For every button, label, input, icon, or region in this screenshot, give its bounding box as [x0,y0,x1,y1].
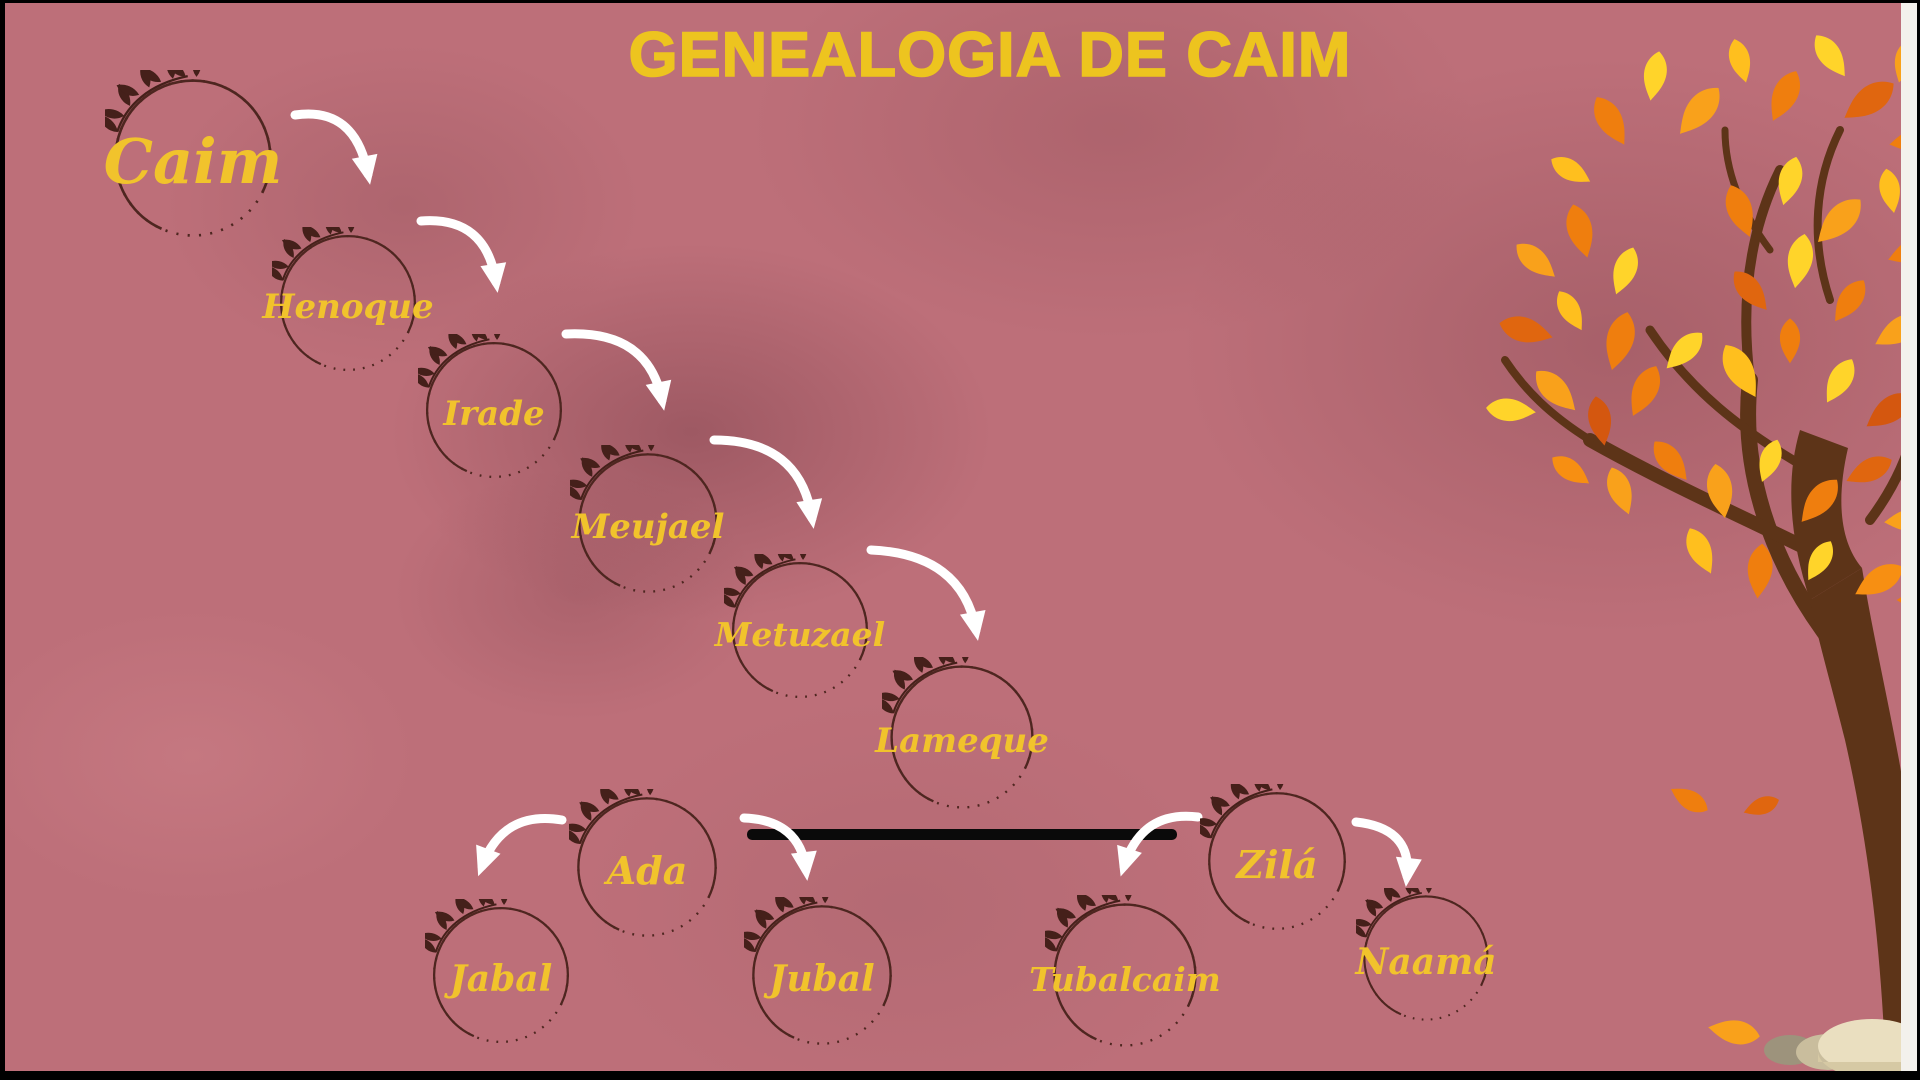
arrow-meujael-metuzael [709,435,823,529]
right-white-strip [1901,0,1917,1080]
tree-trunk [1810,568,1920,1080]
arrow-ada-jabal [476,814,567,877]
person-node-lameque: Lameque [875,657,1049,817]
arrow-metuzael-lameque [866,545,986,641]
person-name: Jabal [449,958,553,1000]
person-name: Irade [443,394,545,434]
arrow-zila-tubalcaim [1117,811,1203,877]
arrow-irade-meujael [561,329,672,411]
falling-leaves [1666,780,1782,1048]
person-node-tubalcaim: Tubalcaim [1029,895,1221,1055]
screen-edge-bottom [0,1071,1920,1080]
person-name: Meujael [571,507,725,547]
person-node-jabal: Jabal [425,899,577,1051]
screen-edge-left [0,0,5,1080]
person-node-naama: Naamá [1355,888,1497,1028]
page-title: GENEALOGIA DE CAIM [628,20,1352,90]
person-node-ada: Ada [569,789,725,945]
person-name: Metuzael [714,614,886,654]
person-name: Lameque [875,721,1049,761]
person-node-jubal: Jubal [744,897,900,1053]
stone-decoration [1764,1019,1920,1078]
person-name: Zilá [1236,842,1318,887]
person-name: Henoque [262,287,434,327]
tree-leaves [1485,28,1920,611]
person-name: Caim [103,125,283,198]
arrow-henoque-irade [416,216,507,293]
screen-edge-top [0,0,1920,3]
person-name: Jubal [769,958,875,1000]
person-node-henoque: Henoque [262,227,434,379]
autumn-tree-illustration [1485,28,1920,1080]
person-node-meujael: Meujael [570,445,726,601]
arrow-ada-jubal [739,813,817,881]
person-node-caim: Caim [103,70,283,246]
person-name: Tubalcaim [1029,959,1221,999]
arrow-caim-henoque [290,109,378,185]
person-node-metuzael: Metuzael [715,554,885,706]
person-node-irade: Irade [418,334,570,486]
person-node-zila: Zilá [1200,784,1354,938]
person-name: Ada [606,848,688,893]
union-line [747,829,1177,840]
screen-edge-right [1917,0,1920,1080]
person-name: Naamá [1355,941,1497,983]
